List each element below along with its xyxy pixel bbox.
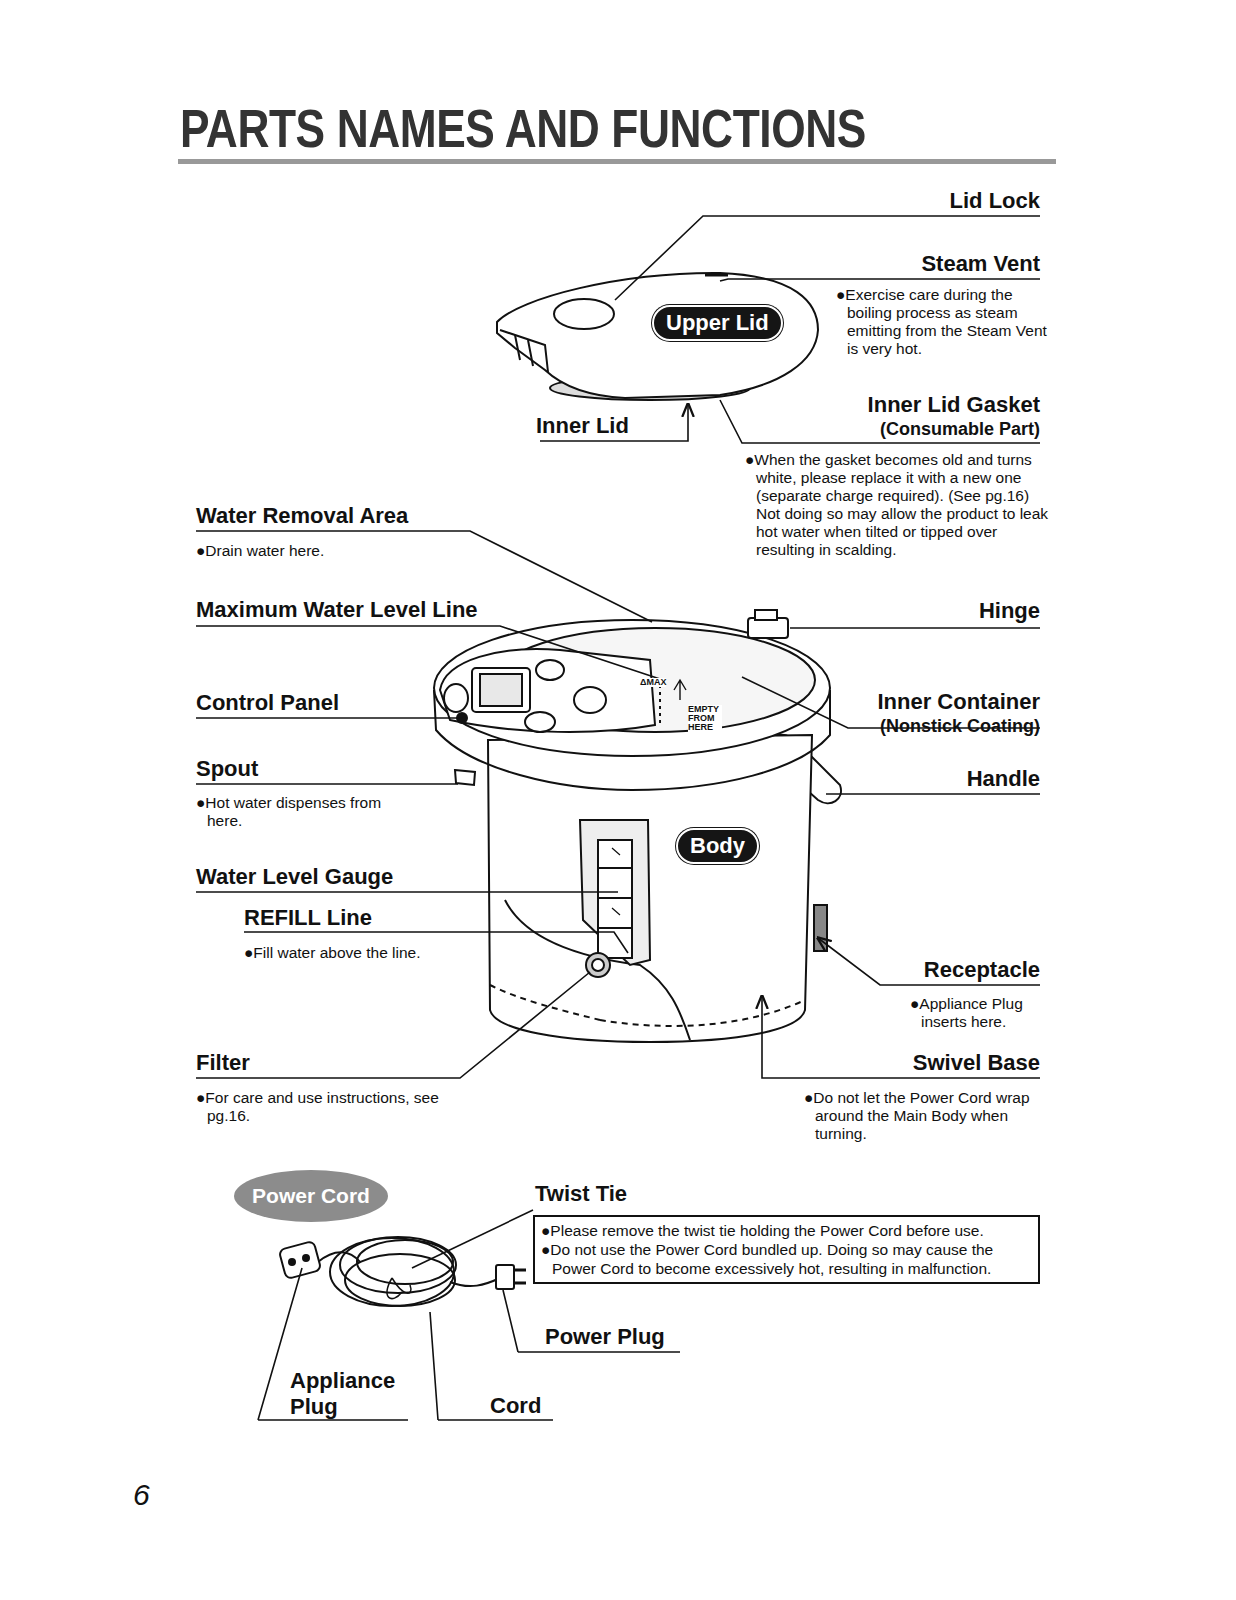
part-group-badge: Body <box>676 828 759 864</box>
part-name: Water Level Gauge <box>196 864 393 890</box>
upper-lid-drawing <box>497 273 818 400</box>
leader-lines <box>196 216 1040 1420</box>
gauge-mark: ΔMAX <box>640 678 666 687</box>
badge-text: Body <box>690 833 745 858</box>
part-name: Spout <box>196 756 258 782</box>
part-name: Filter <box>196 1050 250 1076</box>
part-name: Steam Vent <box>921 251 1040 277</box>
part-group-badge: Upper Lid <box>652 305 783 341</box>
note-heading: Twist Tie <box>535 1181 1040 1207</box>
part-name: Water Removal Area <box>196 503 408 529</box>
body-drawing <box>434 610 841 1042</box>
part-note: ●Drain water here. <box>196 542 324 560</box>
note-text: ●Do not use the Power Cord bundled up. D… <box>541 1240 1032 1278</box>
badge-text: Power Cord <box>252 1184 370 1208</box>
page-number: 6 <box>133 1478 150 1512</box>
note-frame: ●Please remove the twist tie holding the… <box>533 1215 1040 1284</box>
part-name: REFILL Line <box>244 905 372 931</box>
part-name: Inner Lid Gasket <box>868 392 1040 418</box>
title-rule <box>178 159 1056 164</box>
note-text: ●Please remove the twist tie holding the… <box>541 1221 1032 1240</box>
part-name: Inner Container <box>877 689 1040 715</box>
power-cord-drawing <box>279 1237 526 1306</box>
gauge-mark: EMPTY FROM HERE <box>688 705 722 732</box>
part-name: Maximum Water Level Line <box>196 597 478 623</box>
part-name: Swivel Base <box>913 1050 1040 1076</box>
part-name: Cord <box>490 1393 541 1419</box>
part-note: ●Appliance Plug inserts here. <box>910 995 1061 1031</box>
part-note: ●Do not let the Power Cord wrap around t… <box>804 1089 1051 1143</box>
part-note: ●For care and use instructions, see pg.1… <box>196 1089 457 1125</box>
part-name: Appliance Plug <box>290 1368 410 1420</box>
part-group-badge: Power Cord <box>234 1170 388 1222</box>
part-note: (Nonstick Coating) <box>880 715 1040 737</box>
part-name: Receptacle <box>924 957 1040 983</box>
part-note: ●Exercise care during the boiling proces… <box>836 286 1057 358</box>
part-name: Hinge <box>979 598 1040 624</box>
page-title: PARTS NAMES AND FUNCTIONS <box>180 98 866 158</box>
part-name: Handle <box>967 766 1040 792</box>
part-name: Control Panel <box>196 690 339 716</box>
part-name: Power Plug <box>545 1324 665 1350</box>
part-note: ●Fill water above the line. <box>244 944 421 962</box>
part-name: Inner Lid <box>536 413 629 439</box>
note-box: Twist Tie ●Please remove the twist tie ho… <box>533 1181 1040 1284</box>
part-note: ●When the gasket becomes old and turns w… <box>745 451 1056 559</box>
part-name: Lid Lock <box>950 188 1040 214</box>
badge-text: Upper Lid <box>666 310 769 335</box>
part-note: ●Hot water dispenses from here. <box>196 794 387 830</box>
part-note: (Consumable Part) <box>880 418 1040 440</box>
